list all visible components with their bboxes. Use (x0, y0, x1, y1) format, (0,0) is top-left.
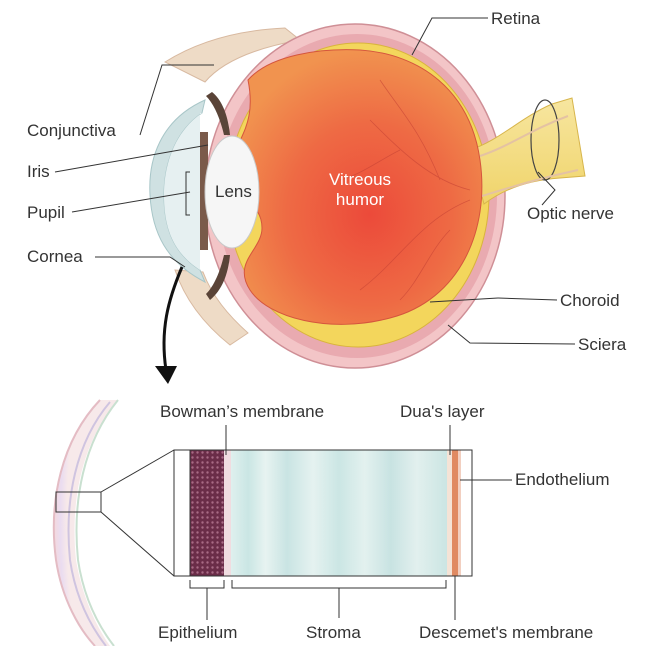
zoom-selection-box (55, 491, 102, 513)
cornea-leader-lines (189, 425, 512, 620)
label-conjunctiva: Conjunctiva (27, 121, 116, 140)
label-bowman-membrane: Bowman’s membrane (160, 402, 325, 421)
label-iris: Iris (27, 162, 50, 181)
bowman-membrane-layer (224, 450, 231, 576)
cornea-arc (52, 399, 175, 646)
label-sclera: Sciera (578, 335, 627, 354)
label-cornea: Cornea (27, 247, 83, 266)
label-choroid: Choroid (560, 291, 620, 310)
zoom-arrow (162, 266, 184, 371)
cornea-layers-block (173, 449, 473, 577)
retinal-vessels (339, 79, 471, 301)
epithelium-layer (190, 450, 224, 576)
anterior-chamber (164, 113, 202, 270)
iris (200, 132, 208, 250)
ciliary-body (206, 92, 230, 135)
dua-layer (447, 450, 452, 576)
label-stroma: Stroma (306, 623, 361, 642)
ciliary-body-lower (206, 255, 230, 300)
upper-eyelid (163, 27, 302, 83)
label-pupil: Pupil (27, 203, 65, 222)
label-vitreous-line2: humor (335, 189, 385, 209)
label-vitreous-humor: Vitreous humor (310, 170, 410, 209)
eyeball (149, 23, 586, 369)
label-descemet-membrane: Descemet's membrane (419, 623, 594, 642)
optic-nerve (469, 97, 586, 205)
arrow-head-icon (155, 366, 177, 384)
eye-leader-lines (54, 17, 576, 345)
stroma-layer (231, 450, 447, 576)
label-lens: Lens (215, 182, 252, 201)
label-vitreous-line1: Vitreous (328, 170, 392, 189)
label-epithelium: Epithelium (158, 623, 238, 642)
label-endothelium: Endothelium (515, 470, 610, 489)
descemet-membrane-layer (452, 450, 458, 576)
lens (204, 135, 260, 249)
endothelium-layer (458, 450, 461, 576)
label-retina: Retina (491, 9, 541, 28)
label-dua-layer: Dua's layer (400, 402, 485, 421)
label-optic-nerve: Optic nerve (527, 204, 614, 223)
